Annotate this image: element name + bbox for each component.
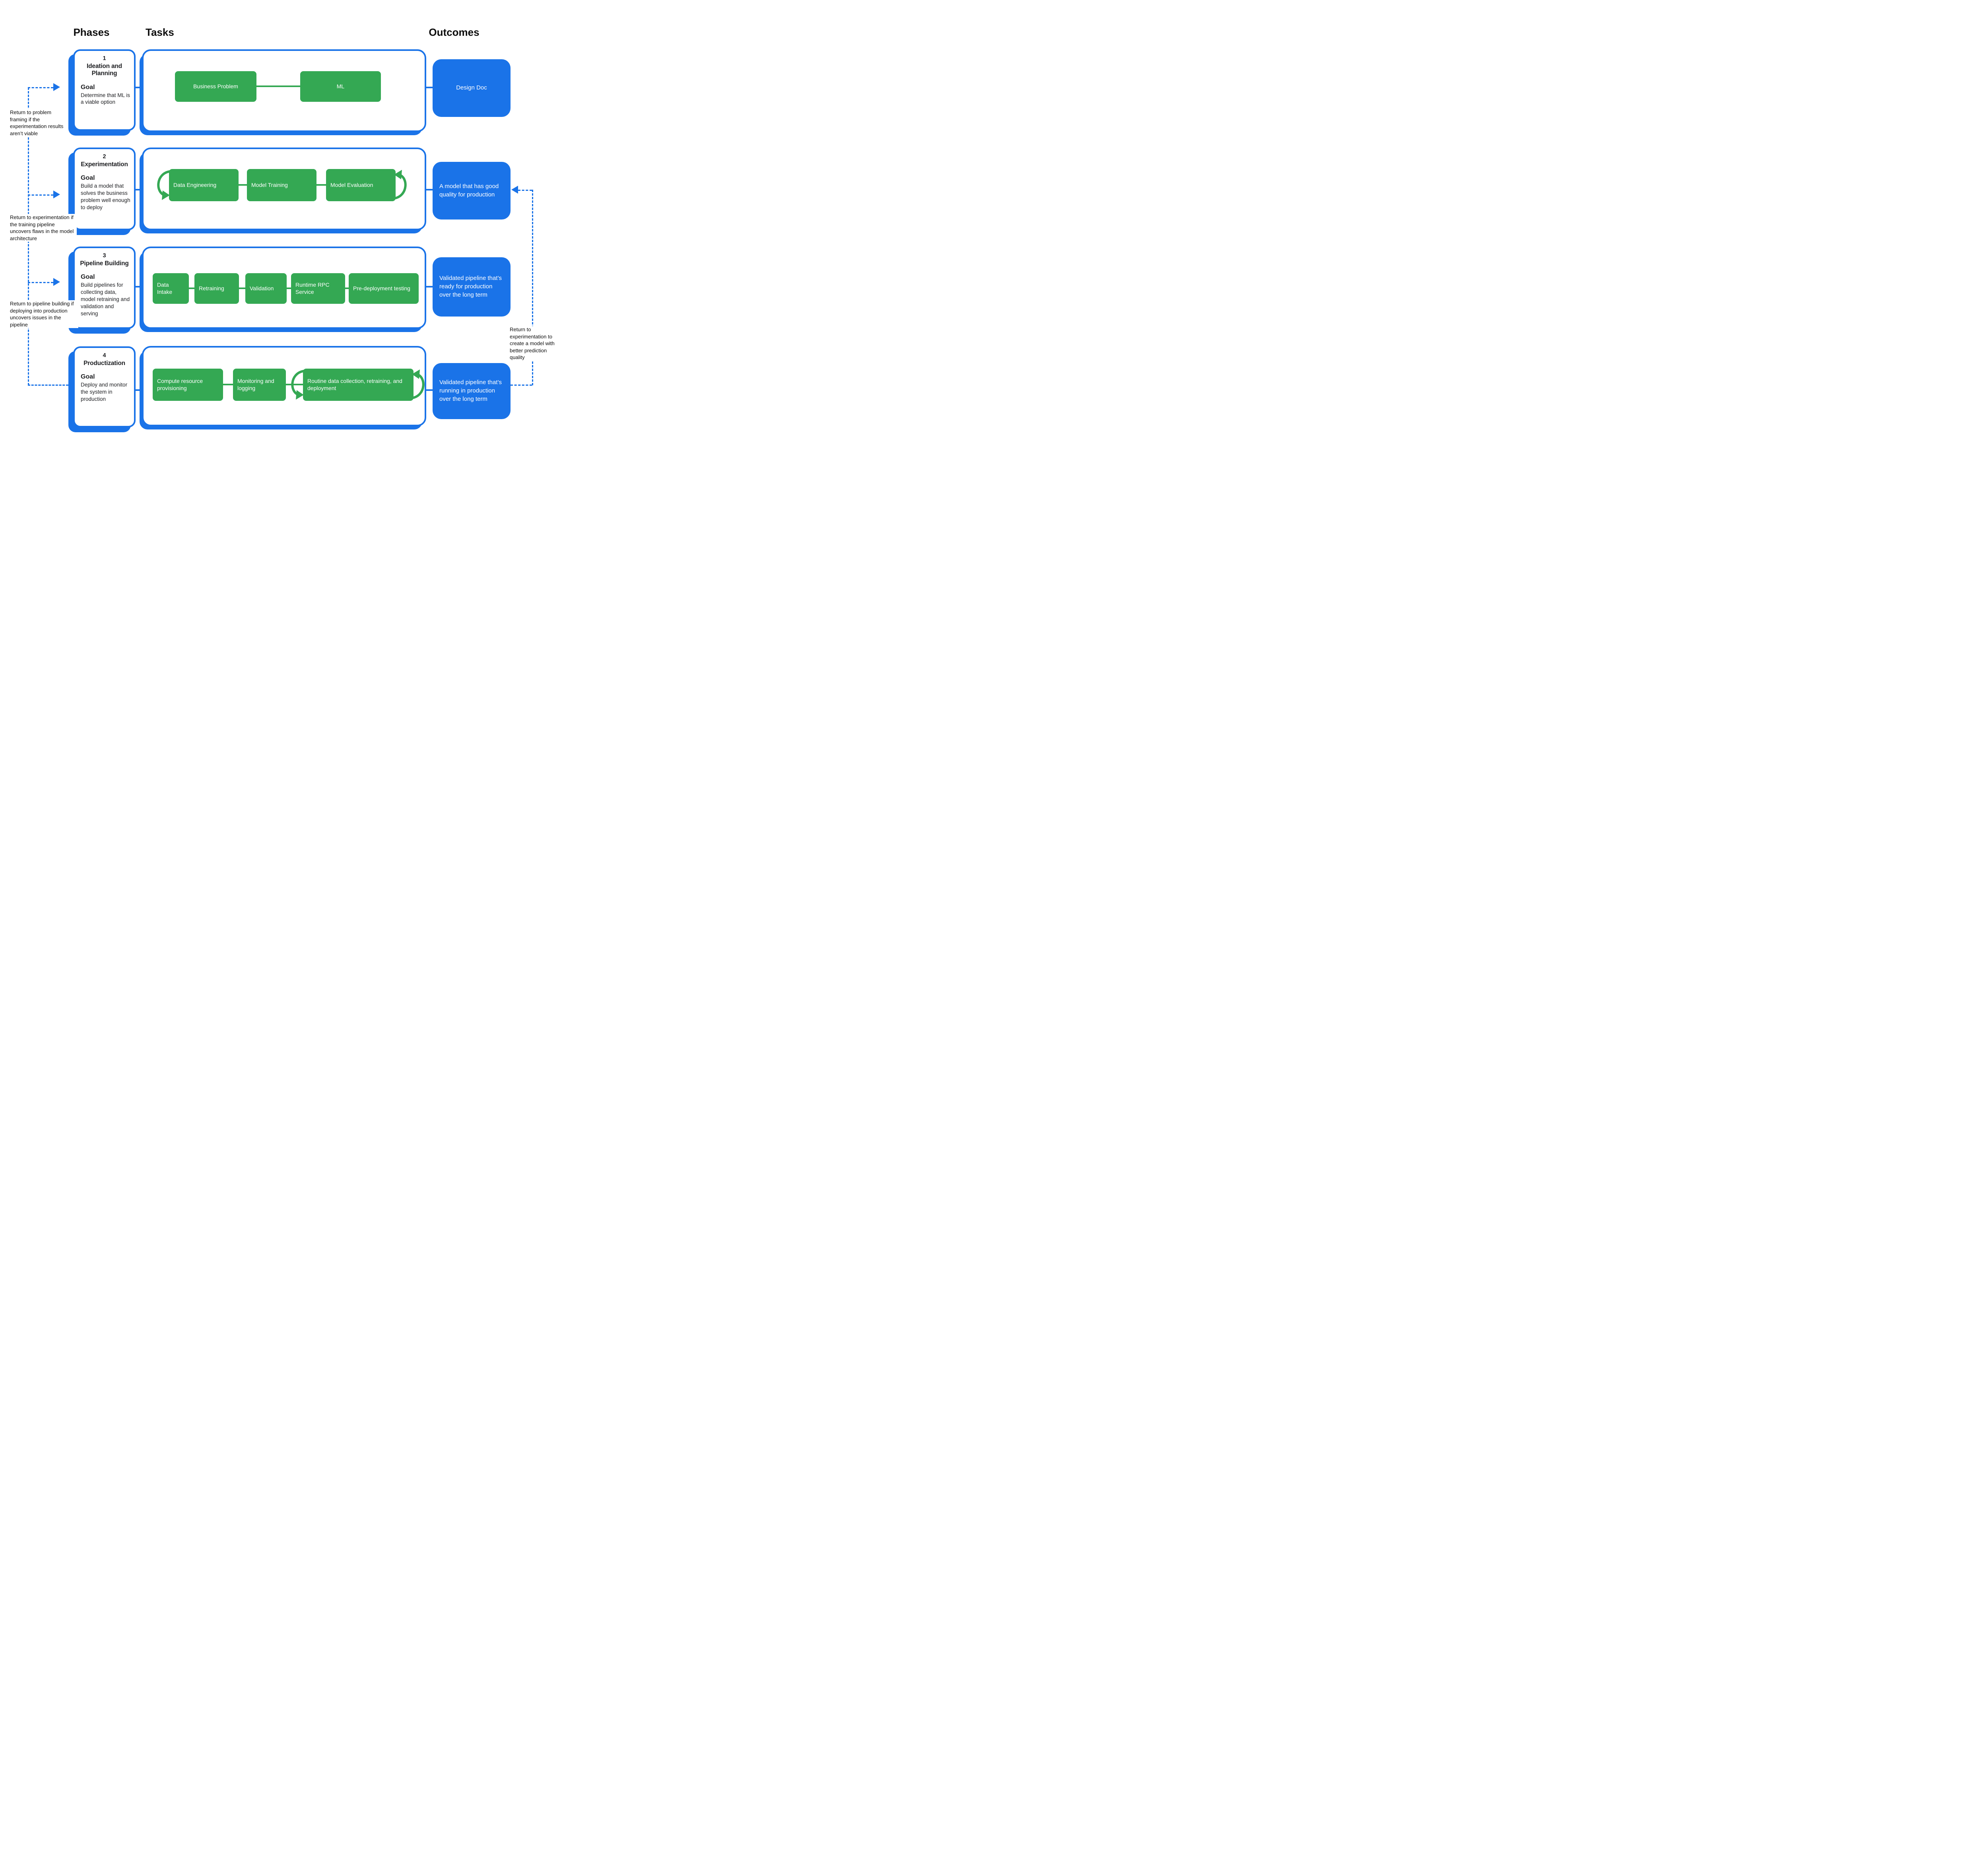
task-routine-data-collection: Routine data collection, retraining, and… [303,369,414,401]
connector-line [136,87,143,88]
phase-title: Pipeline Building [80,260,129,267]
task-compute-resource-provisioning: Compute resource provisioning [153,369,223,401]
connector-line [425,389,433,391]
task-ml: ML [300,71,381,102]
outcome-design-doc: Design Doc [433,59,511,117]
phase-number: 3 [103,253,106,259]
arrowhead-left-icon [511,186,518,194]
connector-line [425,189,433,190]
mlops-phases-diagram: Phases Tasks Outcomes 1 Ideation and Pla… [0,0,564,465]
phases-column-header: Phases [73,26,110,38]
task-data-intake: Data Intake [153,273,189,304]
task-model-training: Model Training [247,169,316,201]
loop-arrow-icon [393,170,407,200]
task-model-evaluation: Model Evaluation [326,169,396,201]
tasks-column-header: Tasks [146,26,174,38]
outcome-validated-pipeline-ready: Validated pipeline that’s ready for prod… [433,257,511,317]
phase-card-pipeline-building: 3 Pipeline Building Goal Build pipelines… [73,247,136,329]
loop-arrow-icon [411,369,425,399]
task-link-line [189,288,194,289]
task-validation: Validation [245,273,287,304]
task-link-line [287,288,291,289]
task-monitoring-and-logging: Monitoring and logging [233,369,286,401]
feedback-note-pipeline-building: Return to pipeline building if deploying… [10,300,78,328]
outcomes-column-header: Outcomes [429,26,480,38]
connector-line [136,189,143,190]
right-feedback-rail [532,190,533,385]
right-feedback-top-segment [518,190,532,191]
left-feedback-branch-3 [28,282,53,283]
connector-line [136,389,143,391]
phase-card-experimentation: 2 Experimentation Goal Build a model tha… [73,148,136,230]
task-link-line [316,184,326,186]
left-feedback-bottom-segment [28,385,68,386]
arrowhead-right-icon [53,83,60,91]
goal-label: Goal [81,175,95,182]
task-link-line [286,384,303,385]
task-retraining: Retraining [194,273,239,304]
phase-number: 2 [103,153,106,160]
connector-line [136,286,143,288]
left-feedback-branch-1 [28,87,53,88]
task-link-line [345,288,349,289]
phase-card-productization: 4 Productization Goal Deploy and monitor… [73,346,136,427]
phase-number: 4 [103,352,106,359]
outcome-validated-pipeline-running: Validated pipeline that’s running in pro… [433,363,511,419]
task-data-engineering: Data Engineering [169,169,239,201]
feedback-note-better-prediction: Return to experimentation to create a mo… [510,326,563,361]
feedback-note-problem-framing: Return to problem framing if the experim… [10,109,66,137]
phase-number: 1 [103,55,106,62]
loop-arrow-icon [157,170,171,200]
outcome-model-quality: A model that has good quality for produc… [433,162,511,220]
loop-arrow-icon [291,370,305,400]
task-link-line [239,184,247,186]
goal-text: Deploy and monitor the system in product… [81,382,128,402]
task-runtime-rpc-service: Runtime RPC Service [291,273,345,304]
goal-label: Goal [81,373,95,381]
task-business-problem: Business Problem [175,71,256,102]
arrowhead-right-icon [53,190,60,198]
right-feedback-bottom-segment [511,385,532,386]
goal-label: Goal [81,84,95,91]
connector-line [425,87,433,88]
task-pre-deployment-testing: Pre-deployment testing [349,273,419,304]
task-link-line [223,384,233,385]
left-feedback-branch-2 [28,194,53,196]
goal-text: Build pipelines for collecting data, mod… [81,282,130,317]
phase-card-ideation: 1 Ideation and Planning Goal Determine t… [73,49,136,131]
goal-label: Goal [81,274,95,281]
task-link-line [256,85,300,87]
phase-title: Experimentation [81,161,128,168]
goal-text: Build a model that solves the business p… [81,183,130,210]
phase-title: Productization [83,360,125,367]
feedback-note-experimentation: Return to experimentation if the trainin… [10,214,77,242]
task-link-line [239,288,245,289]
goal-text: Determine that ML is a viable option [81,92,130,105]
phase-title: Ideation and Planning [87,63,122,77]
connector-line [425,286,433,288]
arrowhead-right-icon [53,278,60,286]
